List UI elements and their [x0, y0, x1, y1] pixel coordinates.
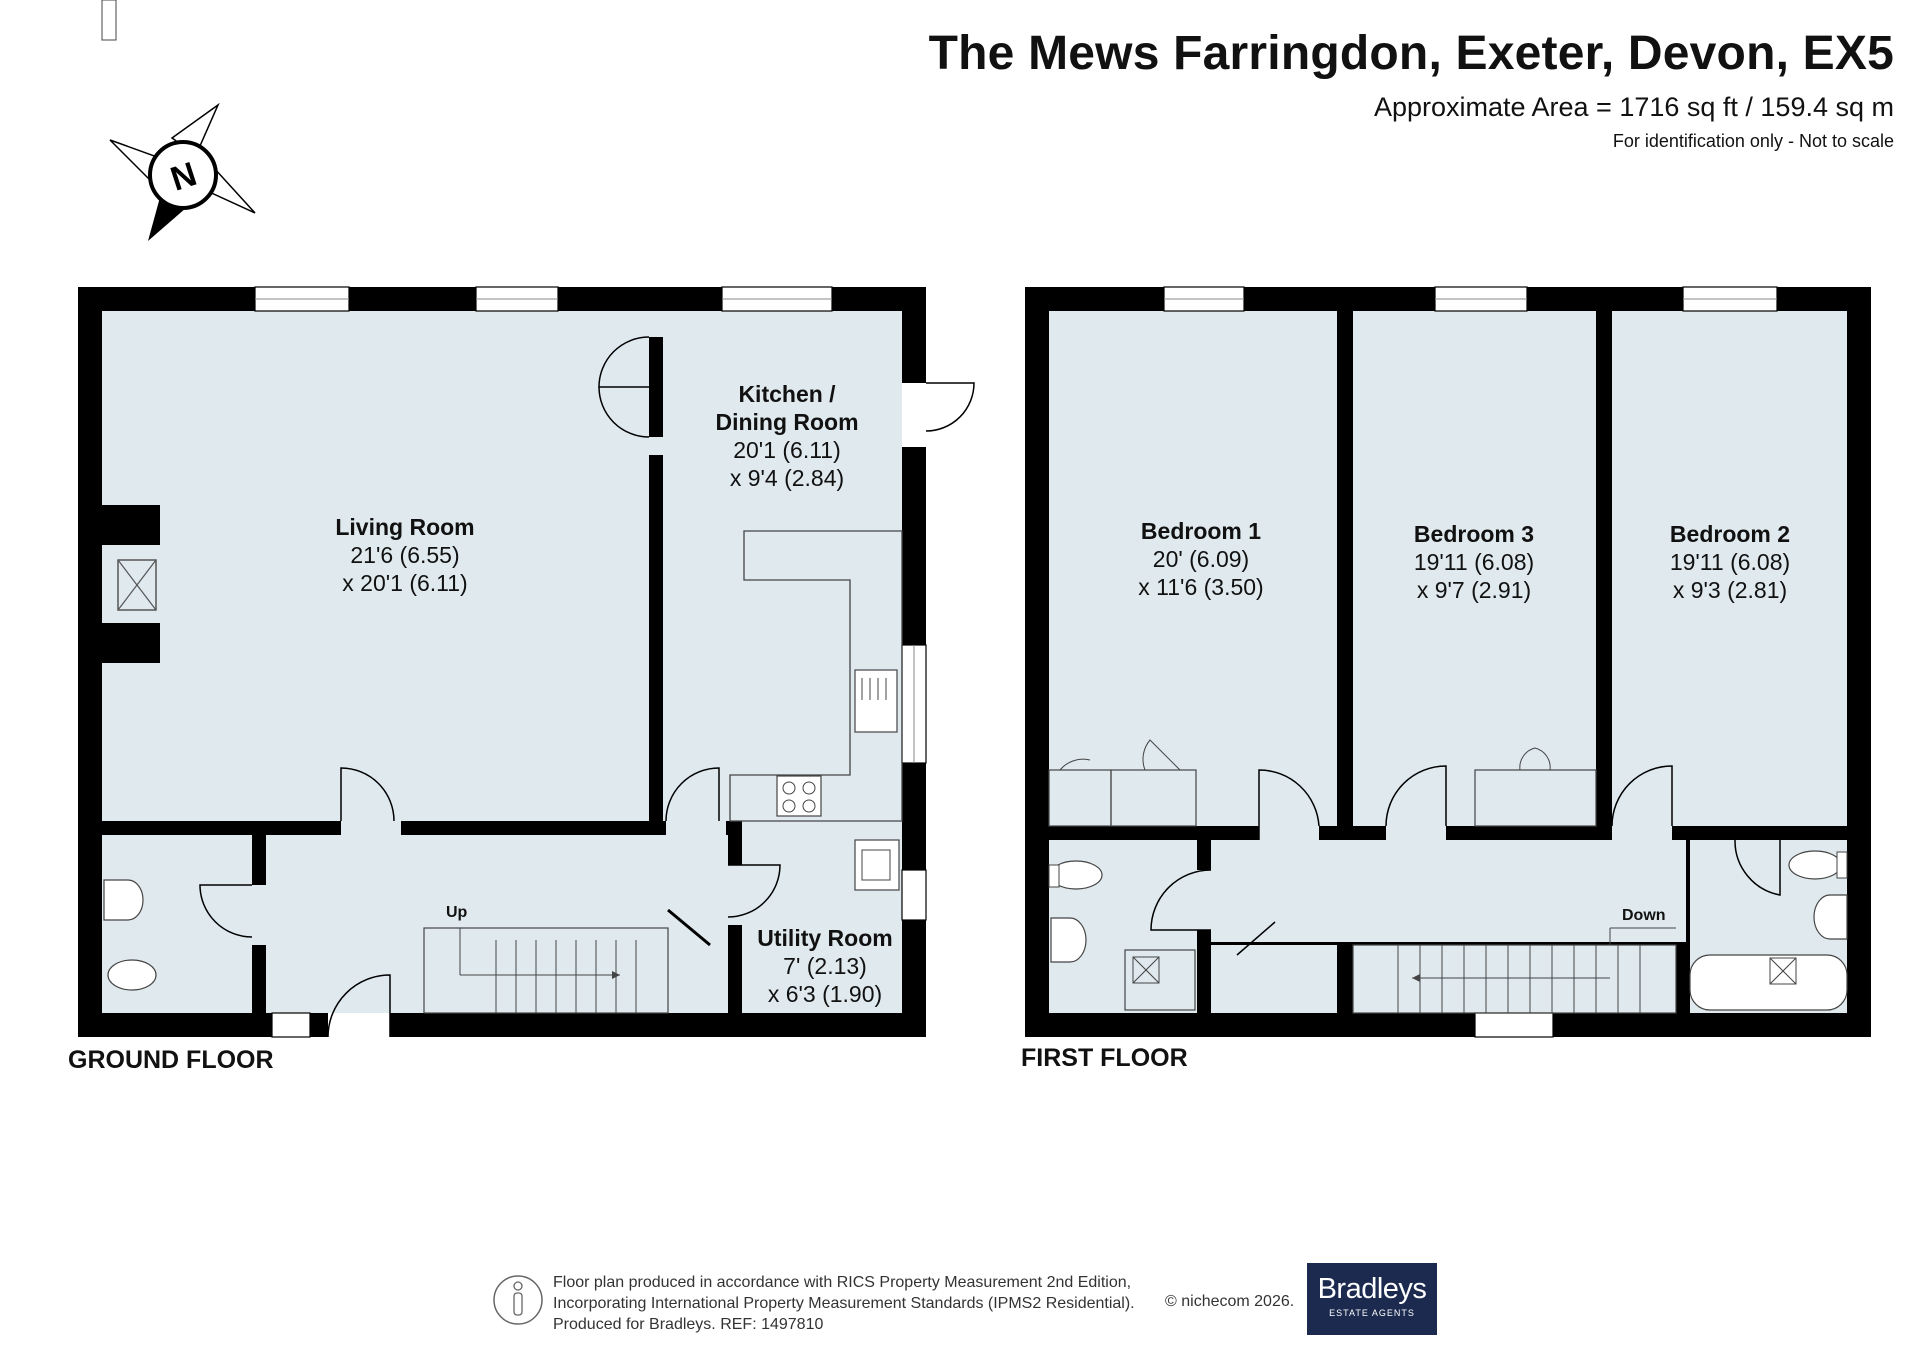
bedroom-3-dim2: x 9'7 (2.91) — [1416, 577, 1532, 603]
kitchen-name-line2: Dining Room — [715, 409, 859, 435]
footer-line-1: Floor plan produced in accordance with R… — [553, 1274, 1132, 1291]
bradleys-logo: Bradleys ESTATE AGENTS — [1307, 1263, 1437, 1335]
kitchen-name-line1: Kitchen / — [738, 381, 836, 407]
person-icon — [493, 1275, 543, 1325]
utility-room-dim1: 7' (2.13) — [783, 953, 867, 979]
stairs-up-label: Up — [446, 904, 468, 921]
utility-room-label: Utility Room 7' (2.13) x 6'3 (1.90) — [757, 924, 892, 1008]
bedroom-3-name: Bedroom 3 — [1413, 521, 1535, 547]
living-room-dim2: x 20'1 (6.11) — [342, 570, 468, 596]
bedroom-2-label: Bedroom 2 19'11 (6.08) x 9'3 (2.81) — [1670, 520, 1790, 604]
living-room-name: Living Room — [335, 514, 475, 540]
first-floor-plan — [1025, 286, 1871, 1038]
bedroom-1-dim1: 20' (6.09) — [1152, 546, 1250, 572]
footer-line-3: Produced for Bradleys. REF: 1497810 — [553, 1316, 824, 1333]
copyright-notice: © nichecom 2026. — [1165, 1293, 1295, 1310]
brand-name: Bradleys — [1317, 1273, 1427, 1305]
first-floor-label: FIRST FLOOR — [1021, 1044, 1188, 1072]
ground-floor-label: GROUND FLOOR — [68, 1046, 274, 1074]
bedroom-3 — [1353, 311, 1596, 826]
kitchen-dining-room — [663, 311, 902, 821]
bedroom-3-label: Bedroom 3 19'11 (6.08) x 9'7 (2.91) — [1414, 520, 1534, 604]
footer-disclaimer: Floor plan produced in accordance with R… — [553, 1272, 1135, 1335]
bedroom-1-label: Bedroom 1 20' (6.09) x 11'6 (3.50) — [1138, 517, 1263, 601]
living-room-label: Living Room 21'6 (6.55) x 20'1 (6.11) — [335, 513, 474, 597]
bedroom-1-name: Bedroom 1 — [1140, 518, 1262, 544]
brand-subtitle: ESTATE AGENTS — [1329, 1308, 1415, 1318]
landing — [1211, 840, 1686, 942]
approximate-area: Approximate Area = 1716 sq ft / 159.4 sq… — [1373, 92, 1894, 122]
bedroom-3-dim1: 19'11 (6.08) — [1413, 549, 1535, 575]
bedroom-2 — [1612, 311, 1847, 826]
living-room-dim1: 21'6 (6.55) — [350, 542, 460, 568]
kitchen-label: Kitchen / Dining Room 20'1 (6.11) x 9'4 … — [715, 380, 858, 492]
compass-icon: N — [109, 102, 256, 241]
bedroom-1-dim2: x 11'6 (3.50) — [1138, 574, 1264, 600]
kitchen-dim1: 20'1 (6.11) — [733, 437, 841, 463]
living-room — [102, 311, 649, 821]
utility-room-dim2: x 6'3 (1.90) — [767, 981, 883, 1007]
property-title: The Mews Farringdon, Exeter, Devon, EX5 — [928, 27, 1894, 80]
disclaimer-note: For identification only - Not to scale — [1612, 131, 1894, 151]
footer-line-2: Incorporating International Property Mea… — [553, 1295, 1135, 1312]
bedroom-2-dim1: 19'11 (6.08) — [1669, 549, 1791, 575]
landing-cupboard — [1211, 945, 1337, 1013]
kitchen-dim2: x 9'4 (2.84) — [729, 465, 845, 491]
bedroom-2-dim2: x 9'3 (2.81) — [1672, 577, 1788, 603]
bedroom-1 — [1049, 311, 1337, 826]
bedroom-2-name: Bedroom 2 — [1669, 521, 1791, 547]
stairs-down-label: Down — [1622, 907, 1666, 924]
utility-room-name: Utility Room — [757, 925, 893, 951]
ground-floor-plan — [78, 0, 975, 1038]
